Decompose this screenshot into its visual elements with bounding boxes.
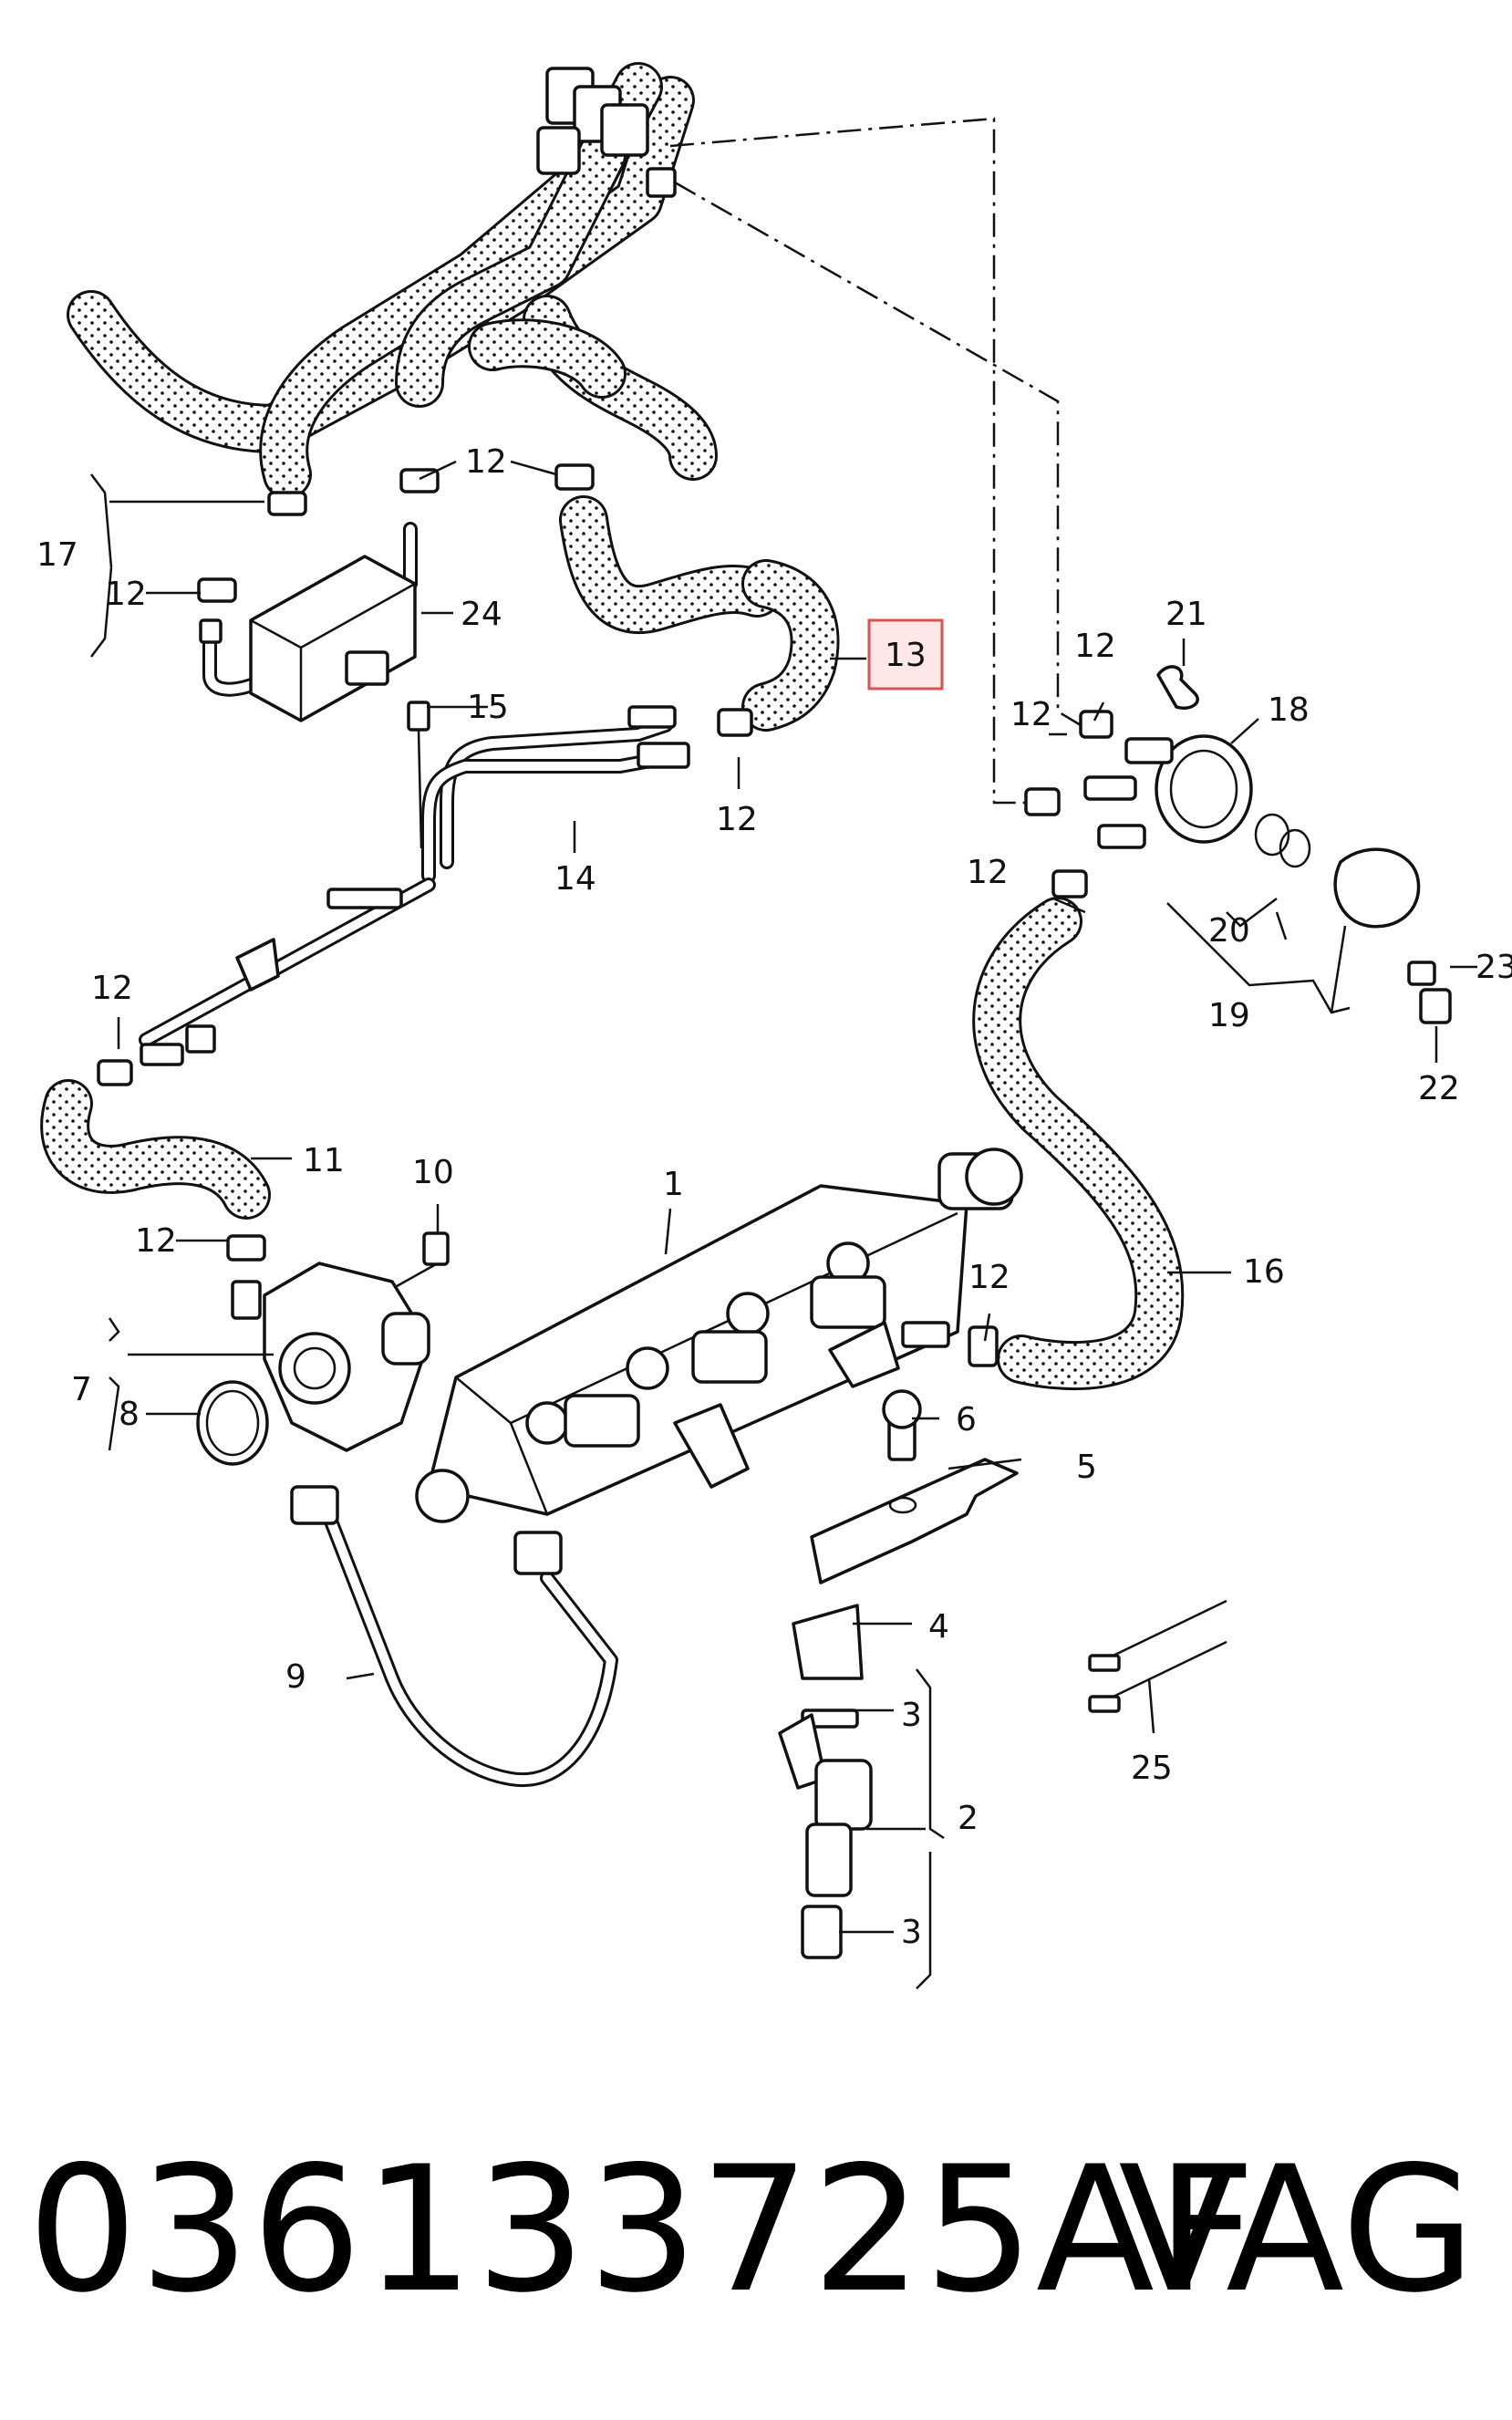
label-19: 19: [1208, 997, 1250, 1034]
label-4: 4: [928, 1608, 949, 1646]
housing-7: [196, 1231, 450, 1466]
label-12b: 12: [105, 576, 147, 613]
label-9: 9: [285, 1658, 306, 1696]
label-12c: 12: [716, 801, 758, 838]
upper-hose-harness: [67, 62, 718, 499]
callout-labels: 1 2 3 3 4 5 6 7 8 9 10 11 12 12 12 12 12…: [36, 443, 1512, 1951]
label-21: 21: [1165, 596, 1207, 633]
label-15: 15: [467, 689, 509, 726]
leader-lines: [90, 460, 1477, 1989]
label-18: 18: [1268, 691, 1310, 729]
highlight-box-13: [867, 618, 944, 691]
label-12f: 12: [967, 854, 1009, 891]
label-12a: 12: [465, 443, 507, 481]
label-6: 6: [956, 1401, 977, 1438]
footer: 036133725AF VAG: [0, 2125, 1512, 2363]
brand-name: VAG: [1118, 2129, 1476, 2331]
label-1: 1: [663, 1166, 684, 1203]
label-14: 14: [554, 860, 596, 898]
pipe-14: [139, 701, 690, 1066]
reference-lines: [669, 117, 1082, 805]
label-17: 17: [36, 536, 78, 574]
parts-diagram: 1 2 3 3 4 5 6 7 8 9 10 11 12 12 12 12 12…: [36, 62, 1512, 1989]
label-25: 25: [1131, 1750, 1173, 1787]
cable-ties-25: [1088, 1599, 1227, 1713]
label-10: 10: [412, 1154, 454, 1191]
label-12g: 12: [91, 970, 133, 1007]
hose-11: [40, 1079, 271, 1220]
label-3a: 3: [901, 1697, 922, 1734]
label-23: 23: [1476, 949, 1512, 986]
label-16: 16: [1243, 1253, 1285, 1291]
regulator-18: [1083, 665, 1452, 1024]
label-12i: 12: [968, 1259, 1010, 1296]
label-12d: 12: [1074, 628, 1116, 665]
hose-13: [559, 495, 840, 732]
label-24: 24: [461, 596, 502, 633]
label-2: 2: [958, 1800, 979, 1837]
filter-24: [199, 522, 418, 722]
label-5: 5: [1076, 1449, 1097, 1486]
pipe-9: [290, 1485, 618, 1788]
label-20: 20: [1208, 912, 1250, 950]
label-8: 8: [119, 1396, 140, 1433]
label-13: 13: [885, 637, 927, 674]
label-7: 7: [71, 1371, 92, 1408]
hose-16: [972, 897, 1185, 1391]
label-12h: 12: [135, 1222, 177, 1260]
label-3b: 3: [901, 1914, 922, 1951]
part-number: 036133725AF: [27, 2129, 1258, 2331]
label-11: 11: [303, 1142, 345, 1179]
injector-2: [778, 1389, 1019, 1959]
fuel-rail-1: [415, 1148, 1023, 1523]
label-22: 22: [1418, 1070, 1460, 1107]
label-12e: 12: [1010, 696, 1052, 733]
